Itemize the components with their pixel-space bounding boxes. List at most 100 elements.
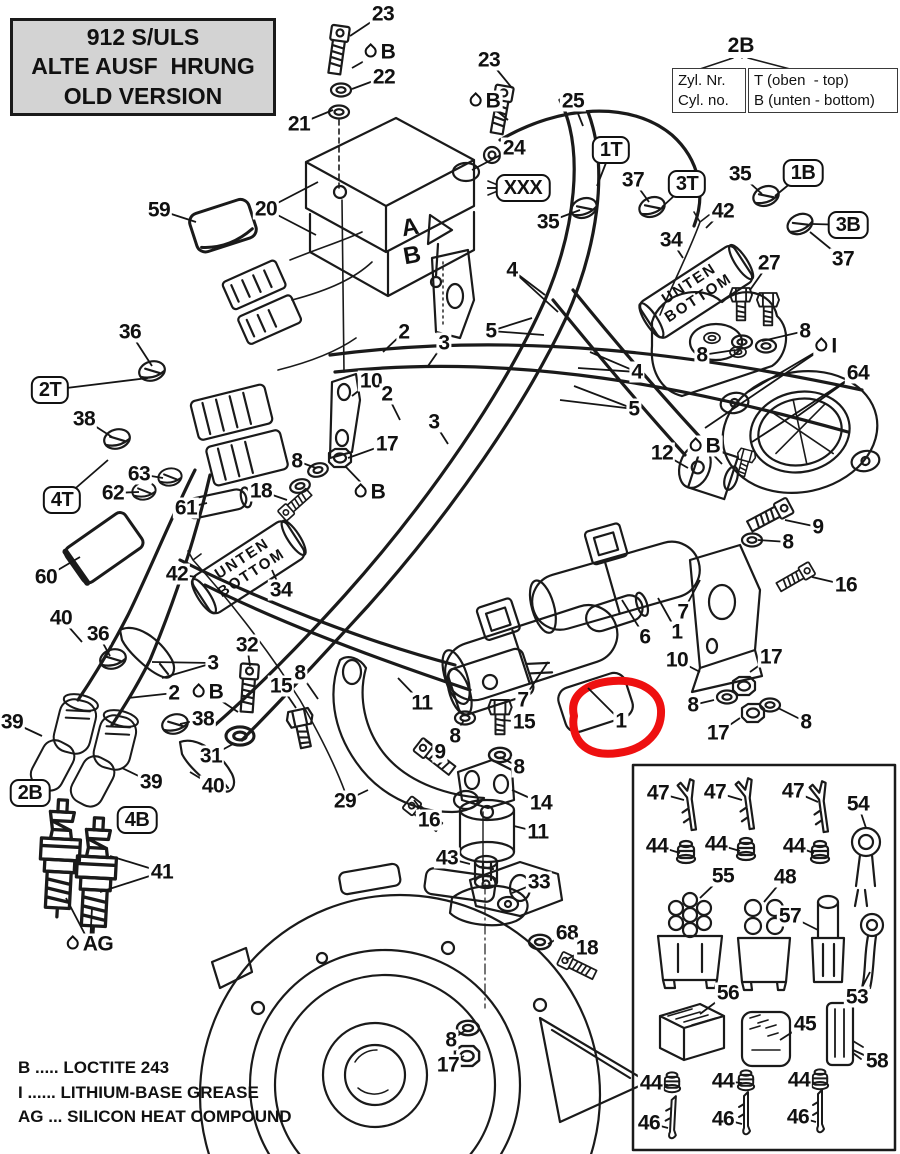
callout-55-103: 55 [709, 864, 737, 888]
callout-12-49: 12 [648, 441, 676, 465]
callout-14-88: 14 [527, 791, 555, 815]
callout-54-99: 54 [844, 792, 872, 816]
callout-47-98: 47 [779, 779, 807, 803]
callout-37-12: 37 [619, 168, 647, 192]
callout-10-57: 10 [663, 648, 691, 672]
callout-44-100: 44 [643, 834, 671, 858]
callout-45-108: 45 [791, 1012, 819, 1036]
callout-b-68: B [190, 681, 226, 703]
callout-53-106: 53 [843, 985, 871, 1009]
callout-35-14: 35 [534, 210, 562, 234]
droplet-icon [352, 483, 370, 500]
callout-8-22: 8 [797, 319, 813, 343]
callout-1t-11: 1T [591, 136, 631, 164]
callout-44-102: 44 [780, 834, 808, 858]
callout-23-4: 23 [475, 48, 503, 72]
callout-39-66: 39 [0, 710, 26, 734]
callout-b-5: B [467, 90, 503, 112]
callout-18-45: 18 [247, 479, 275, 503]
callout-61-32: 61 [172, 496, 200, 520]
callout-11-89: 11 [525, 820, 551, 844]
callout-46-113: 46 [635, 1111, 663, 1135]
callout-64-24: 64 [844, 361, 872, 385]
callout-37-20: 37 [829, 247, 857, 271]
callout-42-34: 42 [163, 562, 191, 586]
callout-22-2: 22 [370, 65, 398, 89]
callout-8-52: 8 [780, 530, 796, 554]
title-line-1: 912 S/ULS [86, 23, 200, 50]
callout-6-54: 6 [637, 625, 653, 649]
callout-15-82: 15 [510, 710, 538, 734]
title-line-2: ALTE AUSF HRUNG [31, 53, 255, 80]
callout-27-21: 27 [755, 251, 783, 275]
callout-33-91: 33 [525, 870, 553, 894]
callout-2b-73: 2B [9, 779, 51, 807]
cylinder-legend-box-position: T (oben - top) B (unten - bottom) [748, 68, 898, 113]
callout-4b-74: 4B [116, 806, 158, 834]
callout-59-8: 59 [145, 198, 173, 222]
callout-60-33: 60 [32, 565, 60, 589]
callout-8-80: 8 [447, 724, 463, 748]
callout-38-67: 38 [189, 707, 217, 731]
callout-4t-29: 4T [42, 486, 82, 514]
title-box: 912 S/ULS ALTE AUSF HRUNG OLD VERSION [10, 18, 276, 116]
callout-21-3: 21 [285, 112, 313, 136]
callout-5-39: 5 [483, 319, 499, 343]
callout-47-97: 47 [701, 780, 729, 804]
callout-62-31: 62 [99, 481, 127, 505]
callout-unten-bottom-118: UNTEN BOTTOM [658, 259, 736, 327]
callout-25-6: 25 [559, 89, 587, 113]
droplet-icon [362, 43, 380, 60]
callout-29-86: 29 [331, 789, 359, 813]
callout-48-104: 48 [771, 865, 799, 889]
red-annotation-circle [569, 676, 666, 758]
droplet-icon [190, 683, 208, 700]
callout-8-59: 8 [685, 693, 701, 717]
callout-7-84: 7 [515, 688, 531, 712]
callout-3-64: 3 [205, 651, 221, 675]
callout-42-17: 42 [709, 199, 737, 223]
cylinder-legend-box-number: Zyl. Nr. Cyl. no. [672, 68, 746, 113]
callout-8-61: 8 [798, 710, 814, 734]
callout-36-63: 36 [84, 622, 112, 646]
callout-i-23: I [812, 335, 839, 357]
callout-1b-16: 1B [782, 159, 824, 187]
callout-3b-19: 3B [827, 211, 869, 239]
callout-47-96: 47 [644, 781, 672, 805]
droplet-icon [467, 92, 485, 109]
callout-b-117: B [401, 240, 423, 271]
callout-24-9: 24 [500, 136, 528, 160]
callout-2-36: 2 [396, 320, 412, 344]
callout-44-110: 44 [637, 1071, 665, 1095]
callout-34-18: 34 [657, 228, 685, 252]
callout-1-55: 1 [669, 620, 685, 644]
callout-63-30: 63 [125, 462, 153, 486]
callout-31-70: 31 [197, 744, 225, 768]
callout-40-62: 40 [47, 606, 75, 630]
callout-17-58: 17 [757, 645, 785, 669]
callout-1-85: 1 [613, 709, 629, 733]
callout-a-116: A [399, 212, 421, 243]
callout-b-46: B [352, 481, 388, 503]
callout-16-53: 16 [832, 573, 860, 597]
callout-4-38: 4 [504, 258, 520, 282]
callout-44-101: 44 [702, 832, 730, 856]
legend-notes: B ..... LOCTITE 243 I ...... LITHIUM-BAS… [18, 1058, 292, 1127]
cylinder-legend-label: 2B [725, 34, 757, 58]
callout-8-77: 8 [292, 661, 308, 685]
callout-2-41: 2 [379, 382, 395, 406]
callout-43-90: 43 [433, 846, 461, 870]
callout-23-0: 23 [369, 2, 397, 26]
callout-3-37: 3 [436, 331, 452, 355]
callout-38-28: 38 [70, 407, 98, 431]
callout-32-69: 32 [233, 633, 261, 657]
callout-44-111: 44 [709, 1069, 737, 1093]
callout-5-48: 5 [626, 397, 642, 421]
callout-9-81: 9 [432, 740, 448, 764]
callout-16-87: 16 [415, 808, 443, 832]
callout-2t-27: 2T [30, 376, 70, 404]
callout-17-60: 17 [704, 721, 732, 745]
callout-ag-76: AG [64, 933, 116, 955]
